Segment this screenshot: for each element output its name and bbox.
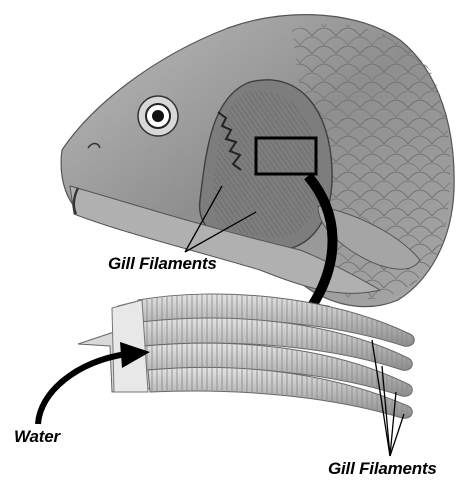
gill-filaments-label-bottom: Gill Filaments — [328, 459, 437, 479]
fish-eye — [138, 96, 178, 136]
water-label: Water — [14, 427, 60, 447]
gill-filaments-label-top: Gill Filaments — [108, 254, 217, 274]
